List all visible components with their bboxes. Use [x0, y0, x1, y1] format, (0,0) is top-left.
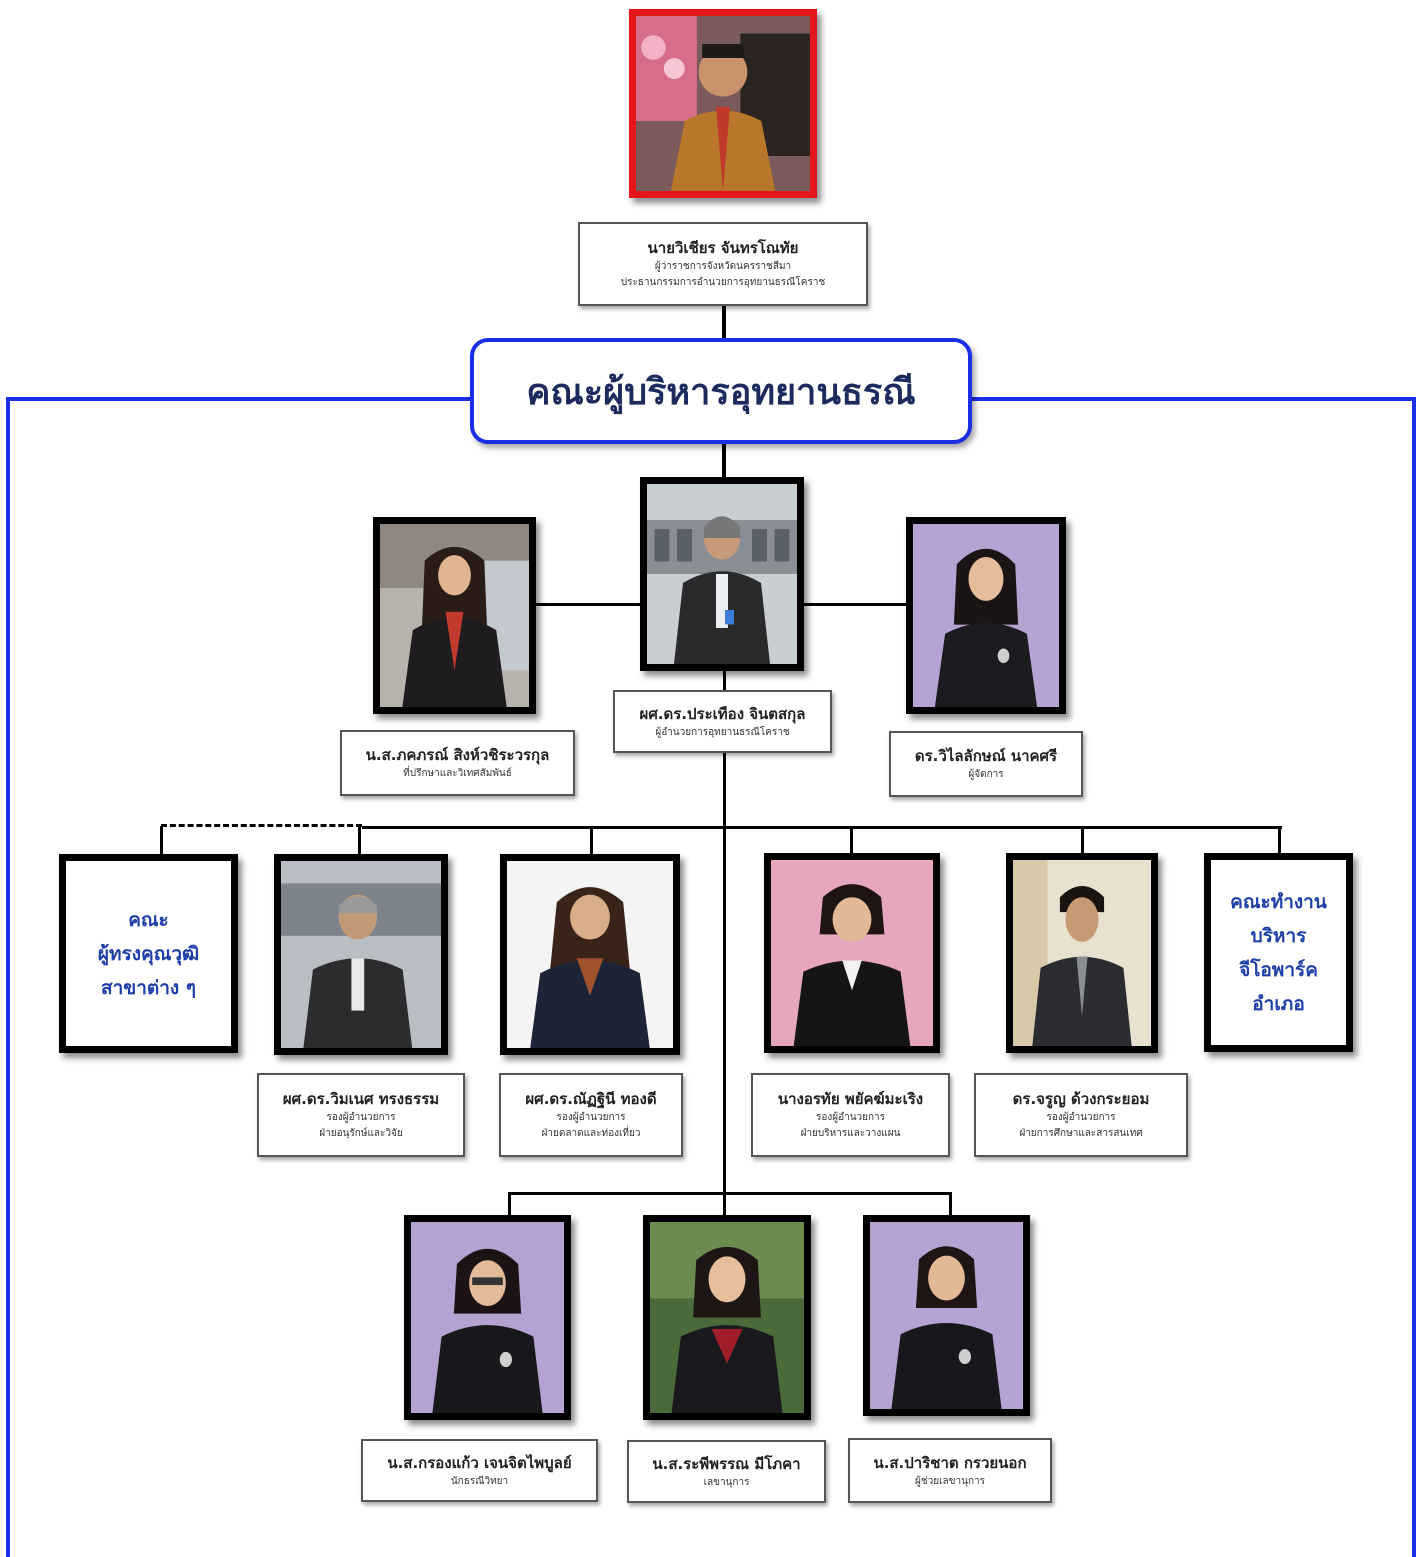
deputy-division: ฝ่ายการศึกษาและสารสนเทศ	[1019, 1128, 1143, 1139]
expert-committee-line1: คณะ	[128, 908, 169, 931]
director-name: ผศ.ดร.ประเทือง จินตสกุล	[639, 704, 806, 723]
deputy-name-box: นางอรทัย พยัคฆ์มะเริง รองผู้อำนวยการ ฝ่า…	[751, 1073, 950, 1157]
connector	[949, 1192, 952, 1218]
connector	[590, 826, 593, 856]
staff-name: น.ส.กรองแก้ว เจนจิตไพบูลย์	[387, 1453, 572, 1472]
governor-role: ผู้ว่าราชการจังหวัดนครราชสีมา	[654, 261, 792, 272]
staff-name-box: น.ส.ระพีพรรณ มีโภคา เลขานุการ	[627, 1440, 826, 1503]
deputy-name-box: ดร.จรูญ ด้วงกระยอม รองผู้อำนวยการ ฝ่ายกา…	[974, 1073, 1188, 1157]
deputy-division: ฝ่ายตลาดและท่องเที่ยว	[541, 1128, 641, 1139]
working-committee-line2: บริหาร	[1250, 924, 1307, 947]
advisor-photo	[373, 517, 536, 714]
working-committee-box: คณะทำงาน บริหาร จีโอพาร์ค อำเภอ	[1204, 853, 1353, 1052]
deputy-name: ผศ.ดร.วิมเนศ ทรงธรรม	[282, 1090, 440, 1108]
expert-committee-line3: สาขาต่าง ๆ	[100, 976, 197, 999]
page-title: คณะผู้บริหารอุทยานธรณี	[526, 371, 916, 413]
deputy-role: รองผู้อำนวยการ	[326, 1112, 396, 1123]
staff-photo	[643, 1215, 811, 1420]
expert-committee-box: คณะ ผู้ทรงคุณวุฒิ สาขาต่าง ๆ	[59, 854, 238, 1053]
working-committee-line4: อำเภอ	[1252, 992, 1305, 1015]
dashed-connector	[161, 824, 362, 827]
connector	[722, 444, 726, 480]
governor-name: นายวิเชียร จันทรโณทัย	[647, 239, 799, 257]
org-frame-top-left	[6, 397, 472, 401]
deputy-role: รองผู้อำนวยการ	[815, 1112, 886, 1123]
staff-name: น.ส.ระพีพรรณ มีโภคา	[652, 1454, 801, 1473]
connector	[850, 826, 853, 856]
connector	[160, 826, 163, 856]
expert-committee-line2: ผู้ทรงคุณวุฒิ	[97, 942, 200, 965]
governor-name-box: นายวิเชียร จันทรโณทัย ผู้ว่าราชการจังหวั…	[578, 222, 868, 306]
governor-photo	[629, 9, 817, 198]
deputy-division: ฝ่ายบริหารและวางแผน	[800, 1128, 901, 1139]
director-photo	[640, 477, 804, 671]
staff-role: เลขานุการ	[703, 1476, 750, 1488]
deputy-name: ผศ.ดร.ณัฏฐินี ทองดี	[525, 1090, 657, 1108]
deputy-name: ดร.จรูญ ด้วงกระยอม	[1012, 1090, 1150, 1108]
manager-photo	[906, 517, 1066, 714]
staff-name-box: น.ส.ปาริชาต กรวยนอก ผู้ช่วยเลขานุการ	[848, 1438, 1052, 1503]
governor-chair-role: ประธานกรรมการอำนวยการอุทยานธรณีโคราช	[620, 277, 826, 288]
deputy-role: รองผู้อำนวยการ	[556, 1112, 626, 1123]
connector	[723, 752, 726, 1218]
org-frame-top-right	[970, 397, 1416, 401]
staff-photo	[404, 1215, 571, 1420]
connector	[533, 603, 645, 606]
working-committee-line1: คณะทำงาน	[1230, 890, 1327, 913]
executive-committee-title-box: คณะผู้บริหารอุทยานธรณี	[470, 338, 972, 444]
deputy-photo	[1006, 853, 1158, 1053]
deputy-name-box: ผศ.ดร.วิมเนศ ทรงธรรม รองผู้อำนวยการ ฝ่าย…	[257, 1073, 465, 1157]
connector	[723, 668, 726, 692]
org-frame-right	[1412, 397, 1416, 1557]
staff-photo	[863, 1215, 1030, 1416]
deputy-name-box: ผศ.ดร.ณัฏฐินี ทองดี รองผู้อำนวยการ ฝ่ายต…	[499, 1073, 683, 1157]
connector	[1081, 826, 1084, 856]
connector	[362, 826, 1282, 829]
manager-name: ดร.วิไลลักษณ์ นาคศรี	[914, 747, 1058, 765]
connector	[358, 826, 361, 856]
manager-name-box: ดร.วิไลลักษณ์ นาคศรี ผู้จัดการ	[889, 731, 1083, 797]
org-frame-left	[6, 397, 10, 1557]
manager-role: ผู้จัดการ	[968, 769, 1004, 780]
advisor-role: ที่ปรึกษาและวิเทศสัมพันธ์	[403, 768, 512, 779]
connector	[1278, 826, 1281, 856]
advisor-name-box: น.ส.ภคภรณ์ สิงห์วชิระวรกุล ที่ปรึกษาและว…	[340, 730, 575, 796]
staff-role: ผู้ช่วยเลขานุการ	[915, 1475, 985, 1487]
staff-role: นักธรณีวิทยา	[450, 1475, 509, 1487]
deputy-role: รองผู้อำนวยการ	[1046, 1112, 1116, 1123]
connector	[508, 1192, 511, 1218]
deputy-photo	[274, 854, 448, 1055]
deputy-photo	[764, 853, 940, 1053]
connector	[508, 1192, 952, 1195]
director-role: ผู้อำนวยการอุทยานธรณีโคราช	[655, 726, 790, 738]
deputy-name: นางอรทัย พยัคฆ์มะเริง	[777, 1090, 924, 1108]
working-committee-line3: จีโอพาร์ค	[1239, 958, 1318, 981]
deputy-photo	[500, 854, 680, 1055]
connector	[802, 603, 909, 606]
staff-name: น.ส.ปาริชาต กรวยนอก	[873, 1453, 1027, 1472]
deputy-division: ฝ่ายอนุรักษ์และวิจัย	[319, 1128, 403, 1139]
director-name-box: ผศ.ดร.ประเทือง จินตสกุล ผู้อำนวยการอุทยา…	[613, 690, 832, 753]
connector	[722, 305, 726, 340]
advisor-name: น.ส.ภคภรณ์ สิงห์วชิระวรกุล	[365, 746, 550, 764]
staff-name-box: น.ส.กรองแก้ว เจนจิตไพบูลย์ นักธรณีวิทยา	[361, 1439, 598, 1502]
